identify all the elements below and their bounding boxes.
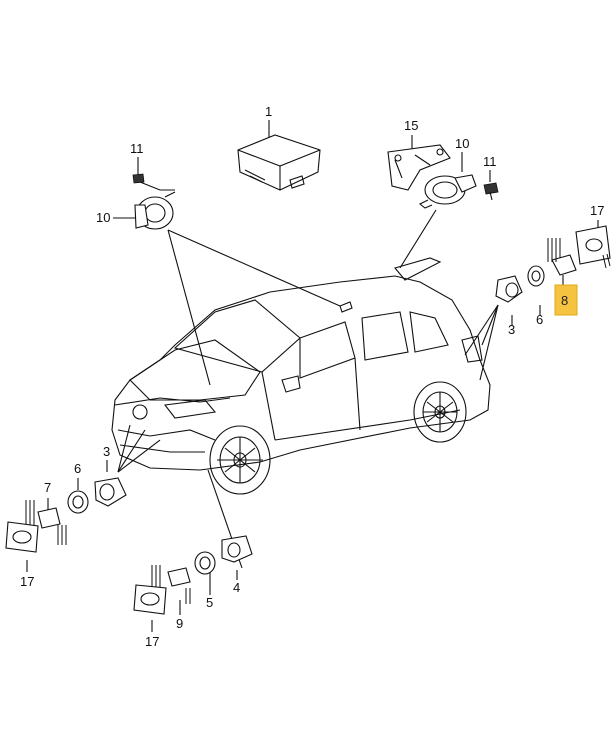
control-unit-part [237,134,321,191]
highlight-box [554,284,578,316]
callout-17-front: 17 [20,574,34,589]
front-sensor-ring-part [67,490,89,514]
lower-sensor-part [151,565,191,604]
rear-sensor-housing-part [495,275,523,303]
bracket-part [387,144,451,191]
callout-8: 8 [561,293,568,308]
callout-3-rear: 3 [508,322,515,337]
callout-5: 5 [206,595,213,610]
rear-trim-part [575,225,611,269]
callout-3-front: 3 [103,444,110,459]
callout-6-front: 6 [74,461,81,476]
callout-11-left: 11 [130,141,144,156]
callout-6-rear: 6 [536,312,543,327]
lower-trim-part [133,584,167,615]
callout-4: 4 [233,580,240,595]
leader-lines [26,120,599,632]
lower-sensor-ring-part [194,551,216,575]
front-sensor-housing-part [94,477,127,507]
lower-sensor-housing-part [221,535,253,563]
rear-sensor-part [547,238,577,276]
warning-buzzer-right-part [418,174,477,209]
highlight-callout-8: 8 [554,284,578,316]
callout-labels: 1 15 10 11 11 10 17 3 6 3 6 7 17 4 5 9 1… [20,104,604,649]
callout-9: 9 [176,616,183,631]
callout-7: 7 [44,480,51,495]
callout-17-rear: 17 [590,203,604,218]
callout-1: 1 [265,104,272,119]
warning-buzzer-left-part [134,191,176,230]
rear-sensor-ring-part [527,265,545,287]
callout-15: 15 [404,118,418,133]
screw-right-part [483,182,499,201]
front-sensor-part [25,500,67,545]
car-illustration [111,257,491,495]
callout-10-right: 10 [455,136,469,151]
callout-10-left: 10 [96,210,110,225]
callout-11-right: 11 [483,154,497,169]
screw-left-part [132,173,175,191]
front-trim-part [5,521,39,553]
callout-17-lower: 17 [145,634,159,649]
